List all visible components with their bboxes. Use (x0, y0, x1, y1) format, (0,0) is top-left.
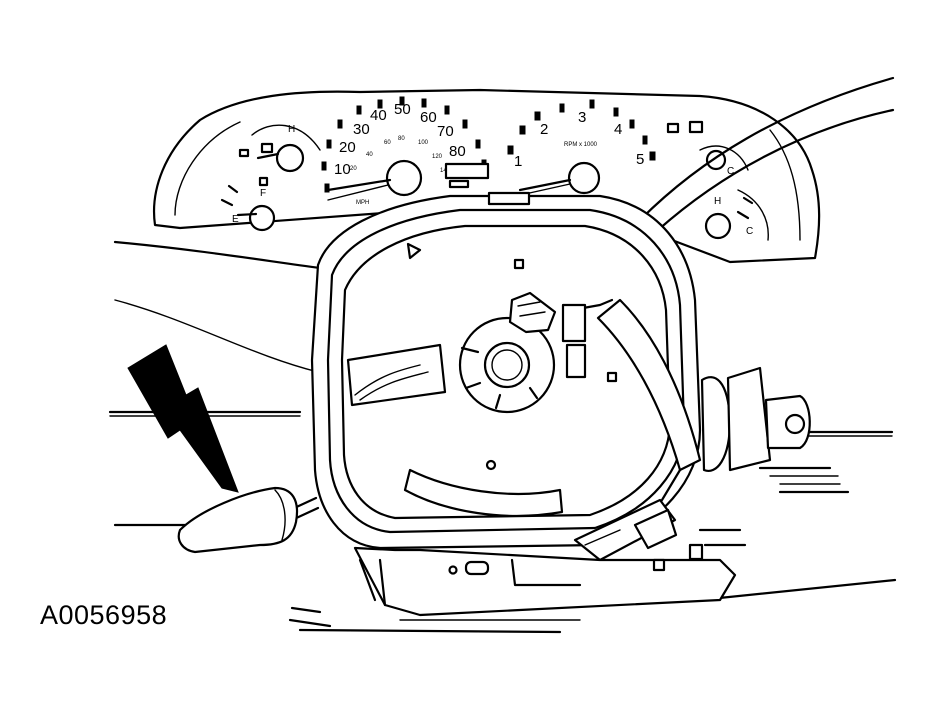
temp-cold-label: C (746, 226, 753, 237)
pointer-arrow-icon (127, 344, 239, 493)
column-bracket (288, 528, 747, 634)
multifunction-lever (177, 486, 320, 554)
rpm-label-4: 4 (614, 121, 622, 138)
speed-label-50: 50 (394, 101, 411, 118)
hub-connector (508, 291, 557, 334)
figure-id-label: A0056958 (40, 600, 168, 630)
speed-unit-label: MPH (356, 200, 369, 206)
speed-label-10: 10 (334, 161, 351, 178)
svg-text:C: C (727, 166, 734, 177)
tachometer-ticks (507, 99, 656, 161)
fuel-empty-label: E (232, 214, 239, 225)
svg-text:100: 100 (418, 140, 429, 146)
rpm-label-3: 3 (578, 109, 586, 126)
speed-label-40: 40 (370, 107, 387, 124)
speed-label-80: 80 (449, 143, 466, 160)
left-gauge: H (238, 124, 321, 173)
fuel-gauge: F E (220, 176, 276, 232)
speedometer: 10 20 30 40 50 60 70 80 90 MPH 20 40 60 … (321, 96, 490, 206)
bottom-connector (573, 498, 678, 562)
speed-label-30: 30 (353, 121, 370, 138)
svg-text:120: 120 (432, 154, 443, 160)
speed-label-60: 60 (420, 109, 437, 126)
ignition-lock (700, 366, 811, 473)
speed-label-70: 70 (437, 123, 454, 140)
rpm-label-5: 5 (636, 151, 644, 168)
rpm-unit-label: RPM x 1000 (564, 142, 598, 148)
speed-label-20: 20 (339, 139, 356, 156)
temp-hot-label: H (714, 196, 721, 207)
svg-text:60: 60 (384, 140, 391, 146)
clockspring-hub (458, 316, 556, 414)
svg-text:40: 40 (366, 152, 373, 158)
svg-text:80: 80 (398, 136, 405, 142)
left-gauge-hot-label: H (288, 124, 295, 135)
svg-text:20: 20 (350, 166, 357, 172)
fuel-full-label: F (260, 188, 266, 199)
rpm-label-2: 2 (540, 121, 548, 138)
tachometer: 1 2 3 4 5 RPM x 1000 (507, 99, 704, 195)
instrument-cluster: H F E (153, 76, 895, 264)
wire-harness (561, 298, 702, 517)
rpm-label-1: 1 (514, 153, 522, 170)
clockspring-assembly (310, 191, 702, 562)
